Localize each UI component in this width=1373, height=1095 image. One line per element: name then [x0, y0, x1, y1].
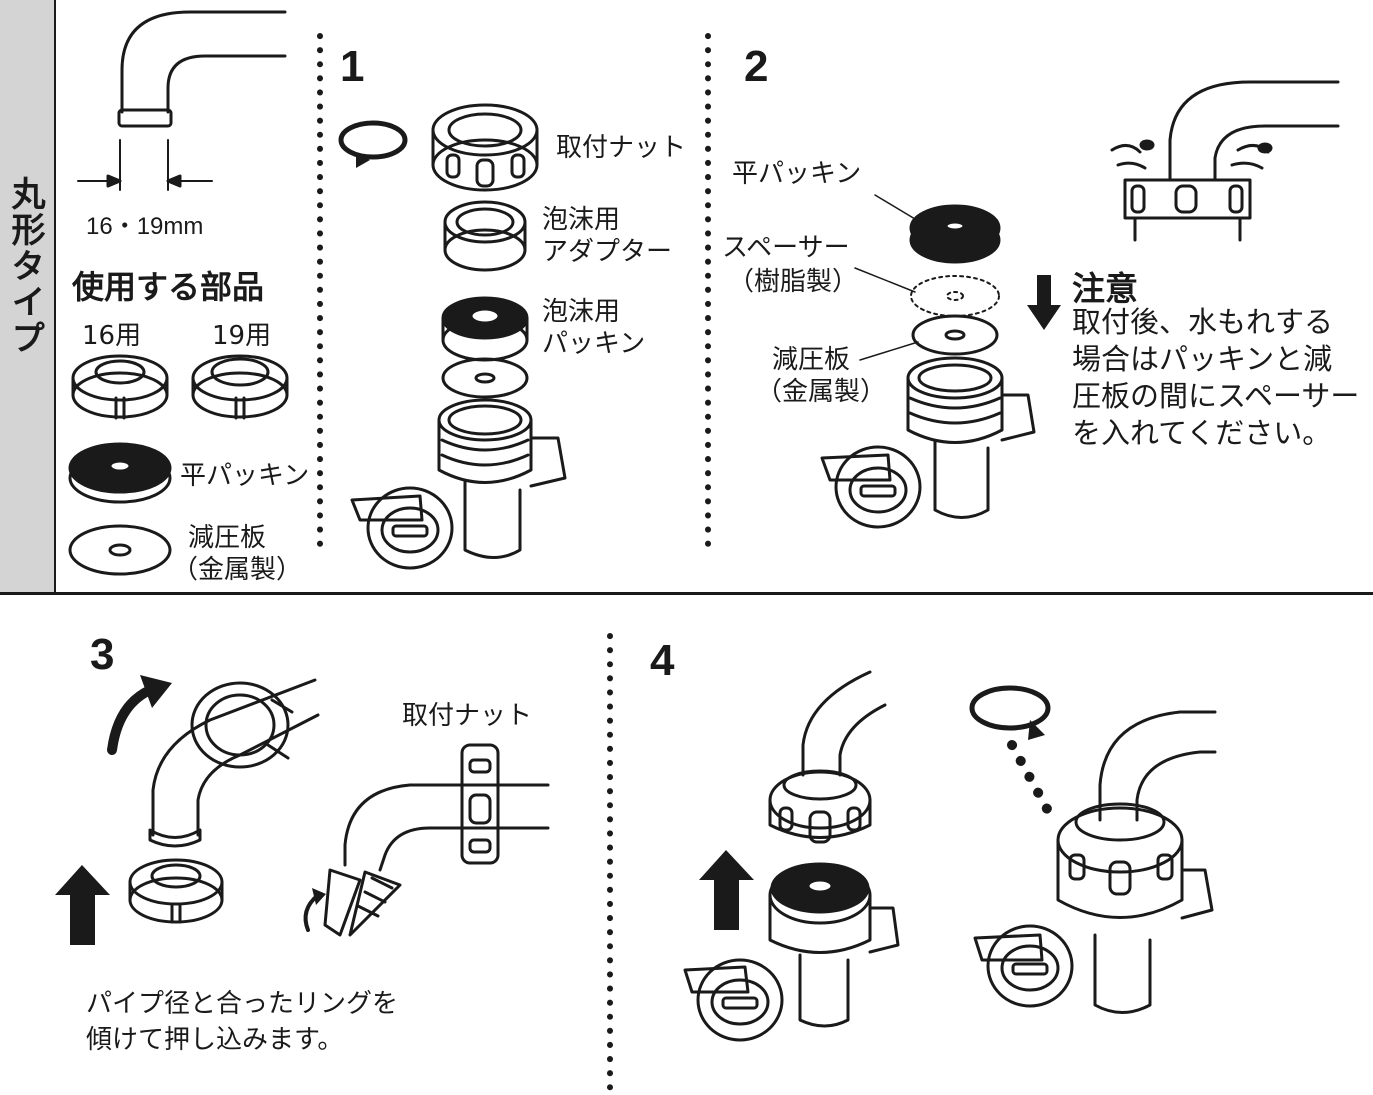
step3-nut-label: 取付ナット [402, 701, 533, 731]
pressure-plate-diagram [68, 524, 172, 576]
dotted-path [1007, 740, 1057, 823]
step2-flat-packing-diagram [909, 204, 1001, 264]
step1-adapter-label-2: アダプター [542, 237, 673, 267]
ring-19-diagram [191, 354, 289, 420]
caution-line-4: を入れてください。 [1072, 416, 1332, 450]
step2-valve-diagram [820, 356, 1036, 529]
leak-illustration [1110, 80, 1340, 242]
step4-number: 4 [650, 636, 675, 685]
up-arrow-icon [55, 865, 110, 945]
spacer-label-1: スペーサー [722, 233, 850, 263]
parts-title: 使用する部品 [72, 268, 265, 306]
pipe-size-label: 16・19mm [86, 213, 204, 240]
step2-plate-label-1: 減圧板 [772, 345, 851, 375]
leader-lines [854, 194, 921, 361]
caution-title: 注意 [1072, 269, 1138, 308]
side-tab: 丸形タイプ [0, 0, 56, 594]
step1-adapter-label-1: 泡沫用 [542, 205, 621, 235]
rotate-arrow-icon-2 [969, 685, 1051, 740]
step3-instruction-1: パイプ径と合ったリングを [86, 989, 399, 1019]
step2-plate-diagram [911, 314, 999, 356]
pressure-plate-label: 減圧板 [188, 523, 267, 553]
step1-number: 1 [340, 42, 365, 91]
caution-line-1: 取付後、水もれする [1072, 305, 1334, 339]
spacer-label-2: （樹脂製） [728, 267, 859, 297]
pipe-diagram [77, 10, 287, 191]
step2-flat-packing-label: 平パッキン [732, 159, 862, 189]
spacer-diagram [910, 275, 1000, 317]
mounting-nut-diagram [431, 103, 539, 192]
rotate-arrow-icon [338, 120, 408, 168]
step1-nut-label: 取付ナット [556, 133, 687, 163]
ring-16-label: 16用 [82, 321, 142, 351]
caution-line-3: 圧板の間にスペーサー [1072, 379, 1360, 413]
foam-packing-diagram [441, 296, 529, 362]
side-title: 丸形タイプ [5, 176, 45, 356]
step4-hose-diagram [768, 670, 887, 844]
step4-valve-diagram [683, 862, 900, 1042]
section-divider [0, 592, 1373, 595]
step1-packing-label-2: パッキン [542, 329, 646, 359]
up-arrow-icon-2 [699, 850, 754, 930]
down-arrow-icon [1027, 275, 1061, 330]
ring-19-label: 19用 [212, 321, 272, 351]
ring-16-diagram [71, 354, 169, 420]
step3-pipe-diagram [148, 678, 320, 848]
step1-packing-label-1: 泡沫用 [542, 297, 621, 327]
pressure-plate-material: （金属製） [172, 555, 303, 585]
step1-plate-diagram [441, 357, 529, 399]
step2-plate-label-2: （金属製） [756, 377, 887, 407]
curved-arrow-icon [107, 675, 172, 755]
step3-instruction-2: 傾けて押し込みます。 [86, 1025, 344, 1055]
step4-assembled-diagram [973, 710, 1217, 1014]
step3-number: 3 [90, 630, 115, 679]
step2-number: 2 [744, 42, 769, 91]
step3-ring-diagram [128, 858, 224, 924]
dotted-separators [317, 33, 711, 1093]
flat-packing-diagram [68, 442, 172, 504]
caution-line-2: 場合はパッキンと減 [1072, 342, 1333, 376]
foam-adapter-diagram [443, 200, 527, 272]
step1-valve-diagram [350, 398, 567, 570]
flat-packing-label: 平パッキン [180, 461, 310, 491]
step3-tilted-diagram [303, 743, 550, 937]
